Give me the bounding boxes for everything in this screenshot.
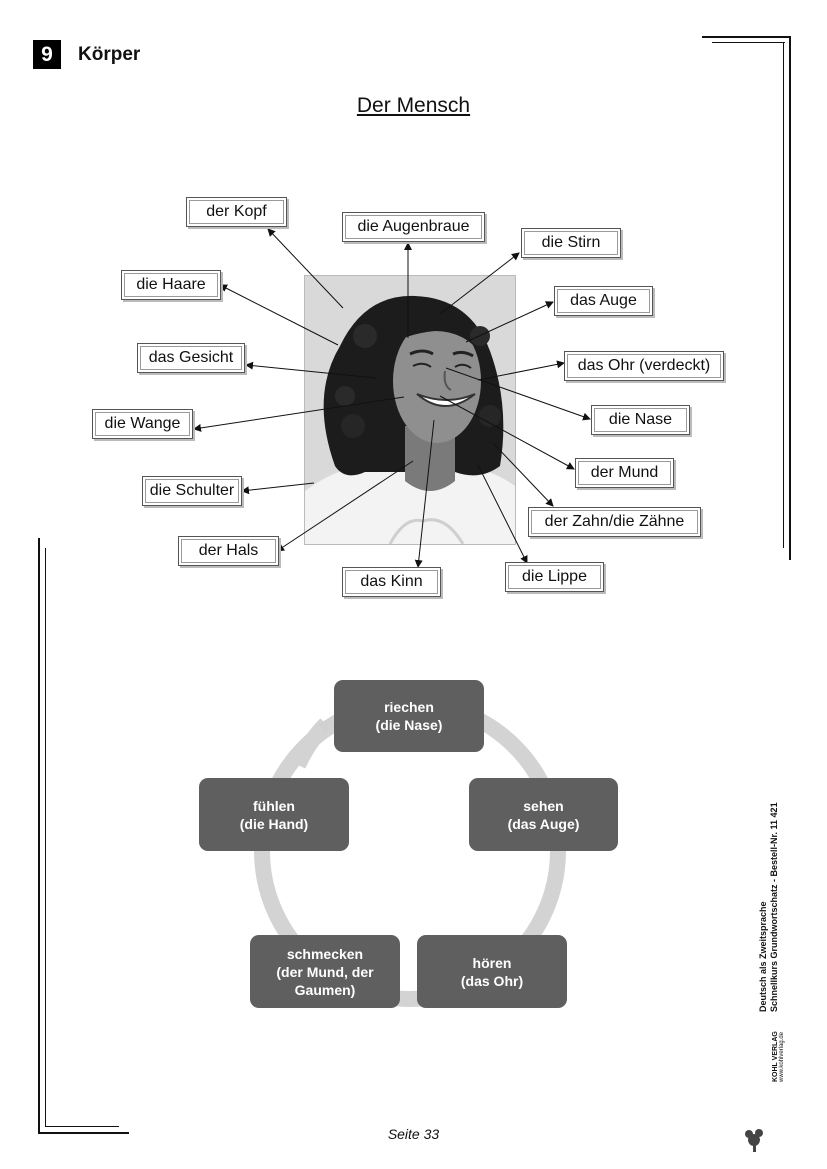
label-die-nase: die Nase	[591, 405, 690, 435]
arrow-zahn	[492, 442, 554, 507]
publisher-info: KOHL VERLAG www.kohlverlag.de	[772, 1031, 786, 1082]
chapter-title: Körper	[78, 44, 141, 65]
frame-left-v1	[38, 538, 40, 1134]
sense-riechen-text: riechen (die Nase)	[375, 699, 443, 733]
arrow-stirn	[439, 252, 520, 315]
page-title: Der Mensch	[356, 94, 471, 117]
frame-left-v2	[45, 548, 46, 1126]
sense-schmecken: schmecken (der Mund, der Gaumen)	[250, 935, 400, 1008]
publisher-name: KOHL VERLAG	[772, 1031, 779, 1082]
arrow-ohr	[477, 360, 565, 381]
label-das-auge: das Auge	[554, 286, 653, 316]
arrow-haare	[219, 284, 339, 346]
sense-hoeren: hören (das Ohr)	[417, 935, 567, 1008]
label-die-schulter: die Schulter	[142, 476, 242, 506]
sense-riechen: riechen (die Nase)	[334, 680, 484, 752]
side-text-line1: Deutsch als Zweitsprache	[758, 901, 768, 1012]
arrow-kopf	[267, 228, 344, 309]
arrow-kinn	[414, 419, 435, 568]
label-die-haare: die Haare	[121, 270, 221, 300]
side-publication-info: Deutsch als Zweitsprache Schnellkurs Gru…	[758, 802, 780, 1012]
frame-right-v2	[783, 42, 784, 548]
label-die-augenbraue: die Augenbraue	[342, 212, 485, 242]
label-der-zahn: der Zahn/die Zähne	[528, 507, 701, 537]
label-der-hals: der Hals	[178, 536, 279, 566]
sense-sehen-text: sehen (das Auge)	[507, 797, 580, 832]
label-die-lippe: die Lippe	[505, 562, 604, 592]
sense-fuehlen-text: fühlen (die Hand)	[239, 797, 309, 832]
cycle-arrowhead	[290, 718, 332, 769]
page-number: Seite 33	[387, 1126, 440, 1142]
arrow-wange	[193, 396, 405, 432]
arrow-mund	[439, 395, 575, 470]
label-die-stirn: die Stirn	[521, 228, 621, 258]
portrait-photo	[304, 275, 516, 545]
arrow-lippe	[477, 464, 528, 564]
sense-sehen: sehen (das Auge)	[469, 778, 618, 851]
publisher-url: www.kohlverlag.de	[779, 1031, 785, 1082]
frame-right-v1	[789, 36, 791, 560]
frame-top-right-h2	[712, 42, 785, 43]
publisher-logo-icon	[745, 1129, 763, 1152]
arrow-schulter	[241, 482, 315, 495]
side-text-line2: Schnellkurs Grundwortschatz - Bestell-Nr…	[769, 802, 779, 1012]
label-das-ohr: das Ohr (verdeckt)	[564, 351, 724, 381]
arrow-auge	[465, 301, 554, 343]
chapter-number: 9	[33, 40, 61, 69]
label-der-kopf: der Kopf	[186, 197, 287, 227]
sense-fuehlen: fühlen (die Hand)	[199, 778, 349, 851]
sense-hoeren-text: hören (das Ohr)	[460, 954, 524, 989]
frame-bottom-left-h1	[38, 1132, 129, 1134]
arrow-gesicht	[245, 361, 377, 379]
arrow-hals	[276, 460, 414, 552]
label-der-mund: der Mund	[575, 458, 674, 488]
sense-schmecken-text: schmecken (der Mund, der Gaumen)	[276, 945, 374, 998]
label-das-kinn: das Kinn	[342, 567, 441, 597]
arrow-nase	[445, 367, 591, 421]
portrait-illustration	[305, 276, 515, 544]
label-das-gesicht: das Gesicht	[137, 343, 245, 373]
frame-bottom-left-h2	[45, 1126, 119, 1127]
label-die-wange: die Wange	[92, 409, 193, 439]
frame-top-right-h1	[702, 36, 791, 38]
